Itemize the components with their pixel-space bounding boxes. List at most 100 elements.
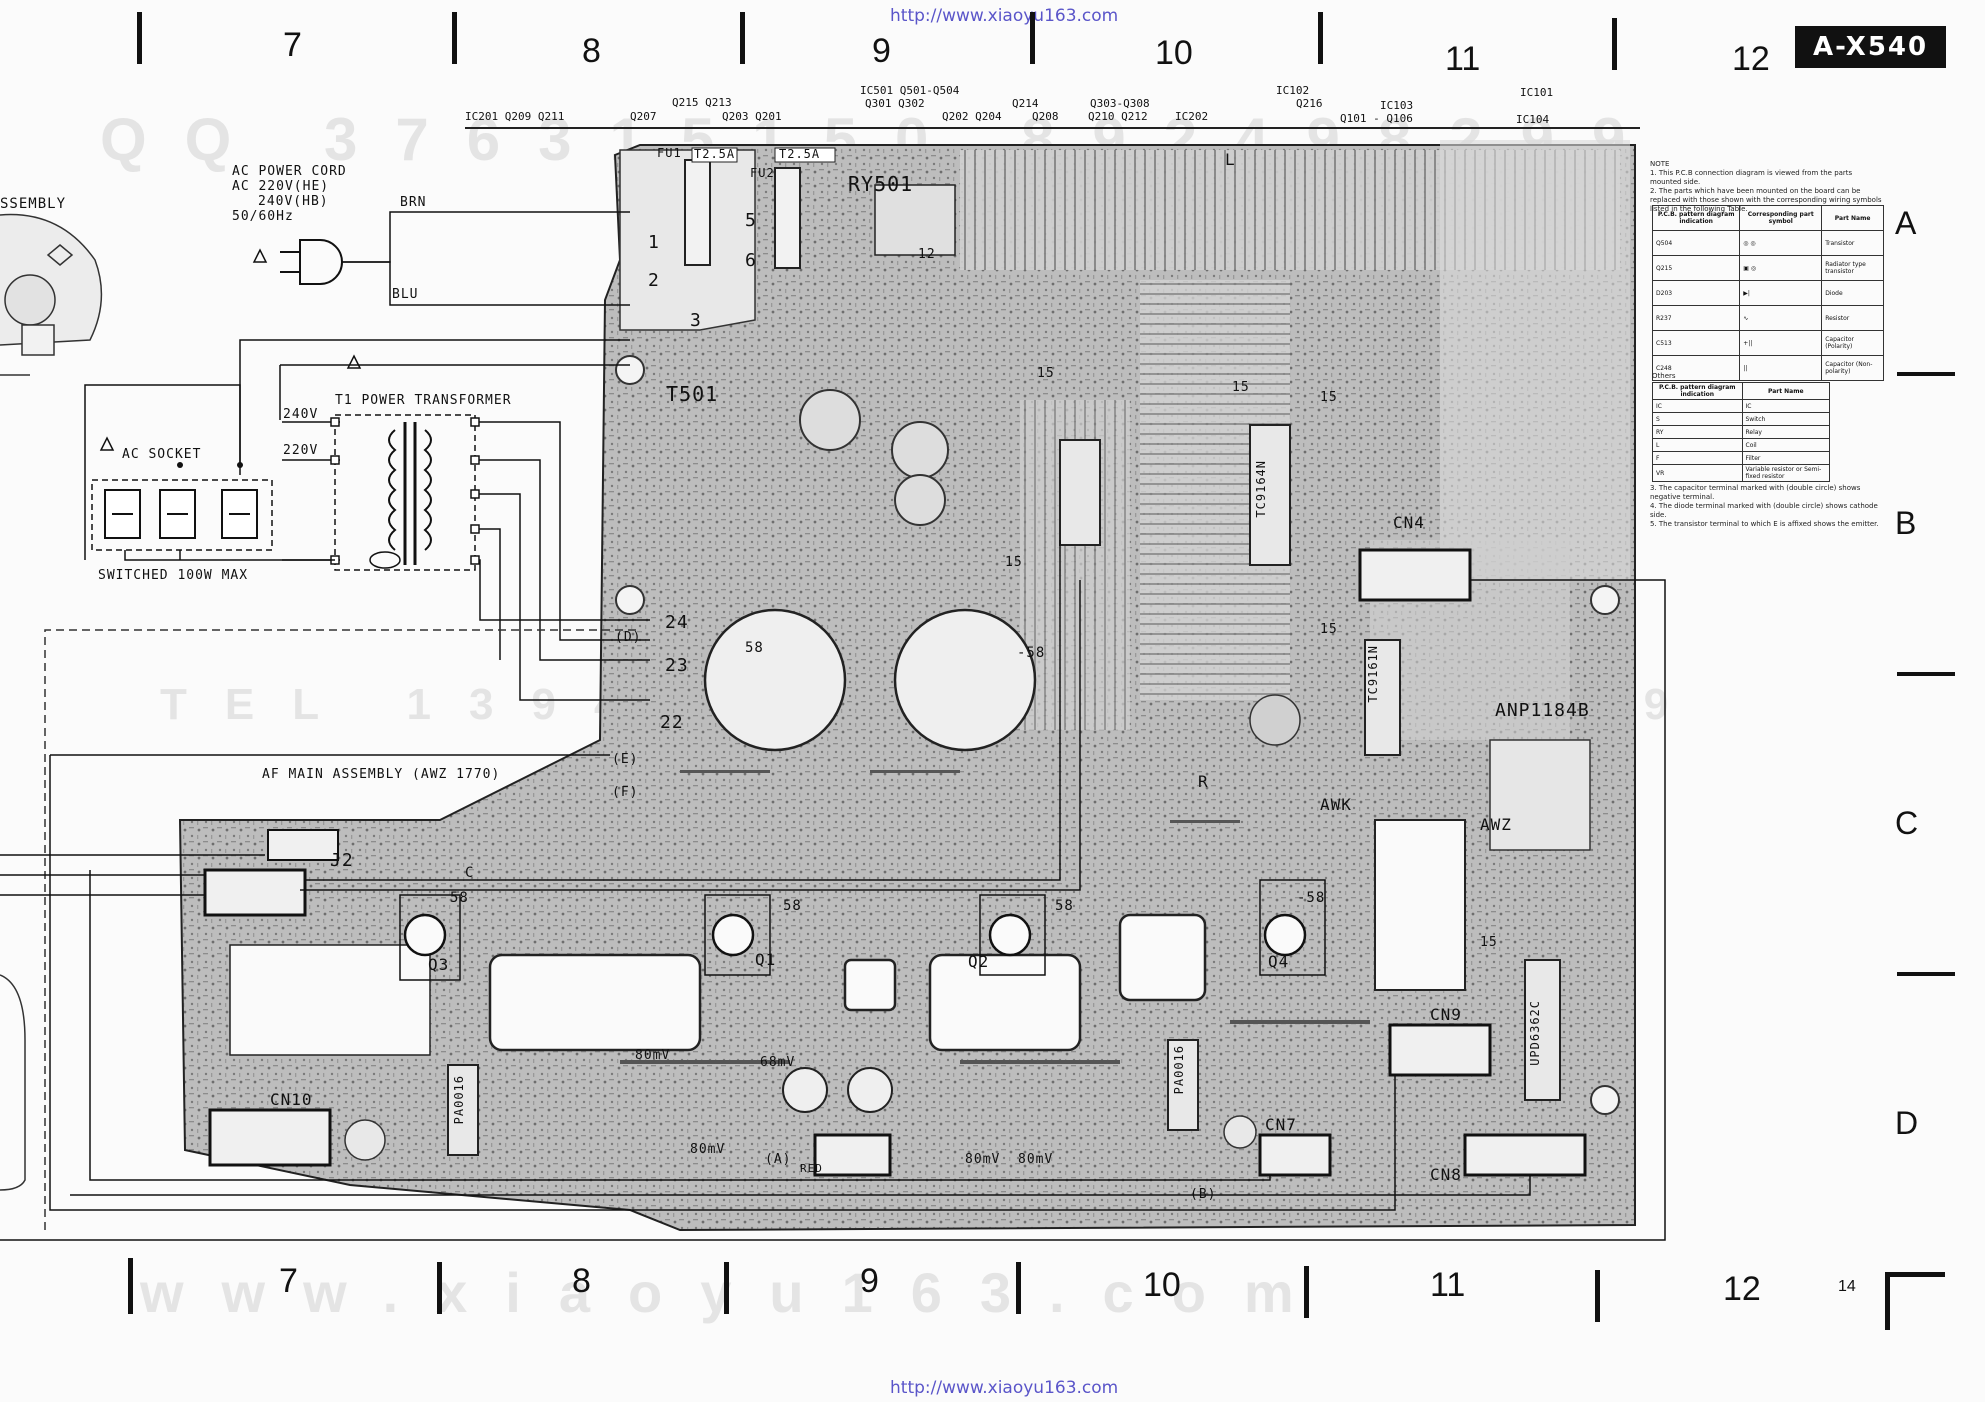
others-cell: Relay <box>1741 425 1830 439</box>
voltage-15: 15 <box>1037 366 1055 381</box>
legend-part-name: Capacitor (Non-polarity) <box>1821 355 1884 381</box>
row-letter: A <box>1895 205 1917 241</box>
part-label: Q214 <box>1012 97 1039 110</box>
legend-pattern: Q215 <box>1651 255 1741 281</box>
column-number-bottom: 10 <box>1143 1266 1181 1304</box>
voltage-58: 58 <box>783 898 802 914</box>
others-cell: Variable resistor or Semi-fixed resistor <box>1741 464 1830 482</box>
table-row: D203 ▶| Diode <box>1651 280 1884 306</box>
watermark-bottom: www.xiaoyu163.com <box>140 1261 1332 1324</box>
legend-part-name: Capacitor (Polarity) <box>1821 330 1884 356</box>
column-tick <box>1030 12 1035 64</box>
legend-pattern: C513 <box>1651 330 1741 356</box>
transistor-symbol-icon: ◎ ◎ <box>1739 230 1823 256</box>
column-number-top: 8 <box>582 32 601 70</box>
wire-tag-f: (F) <box>612 785 639 800</box>
switched-max-label: SWITCHED 100W MAX <box>98 568 249 583</box>
others-cell: RY <box>1652 425 1743 439</box>
others-cell: Switch <box>1741 412 1830 426</box>
channel-c-label: C <box>465 865 475 881</box>
part-label: Q303-Q308 <box>1090 97 1150 110</box>
terminal-22: 22 <box>660 712 684 733</box>
voltage-minus-58: -58 <box>1297 890 1326 906</box>
column-number-bottom: 9 <box>860 1262 879 1300</box>
row-bar <box>1897 372 1955 376</box>
note-5: 5. The transistor terminal to which E is… <box>1650 520 1879 528</box>
part-label: Q301 Q302 <box>865 97 925 110</box>
column-tick <box>1304 1266 1309 1318</box>
column-number-top: 9 <box>872 32 891 70</box>
footer-url-link[interactable]: http://www.xiaoyu163.com <box>890 1378 1119 1398</box>
ac-240-label: 240V(HB) <box>258 194 329 209</box>
others-cell: IC <box>1741 399 1830 413</box>
others-header: P.C.B. pattern diagram indication <box>1652 382 1743 400</box>
radiator-transistor-symbol-icon: ▣ ◎ <box>1739 255 1823 281</box>
voltage-15: 15 <box>1480 935 1498 950</box>
legend-pattern: D203 <box>1651 280 1741 306</box>
terminal-5: 5 <box>745 210 757 231</box>
blu-wire-label: BLU <box>392 287 419 302</box>
column-tick <box>724 1262 729 1314</box>
column-tick <box>137 12 142 64</box>
part-label: Q216 <box>1296 97 1323 110</box>
column-tick <box>437 1262 442 1314</box>
column-number-bottom: 11 <box>1430 1266 1466 1304</box>
voltage-15: 15 <box>1320 622 1338 637</box>
voltage-15: 15 <box>1005 555 1023 570</box>
fu1-label: FU1 <box>657 146 682 160</box>
others-cell: S <box>1652 412 1743 426</box>
capacitor-symbol-icon: || <box>1739 355 1823 381</box>
ic-pa0016-label: PA0016 <box>1172 1045 1186 1095</box>
part-label: Q203 Q201 <box>722 110 782 123</box>
others-cell: F <box>1652 451 1743 465</box>
cn7-label: CN7 <box>1265 1115 1297 1134</box>
cn4-label: CN4 <box>1393 513 1425 532</box>
legend-part-name: Diode <box>1821 280 1884 306</box>
fu2-rating: T2.5A <box>779 147 821 161</box>
terminal-2: 2 <box>648 270 660 291</box>
wire-tag-e: (E) <box>612 752 639 767</box>
column-number-bottom: 7 <box>279 1262 298 1300</box>
row-letter: C <box>1895 805 1919 841</box>
voltage-12: 12 <box>918 247 936 262</box>
voltage-58: 58 <box>1055 898 1074 914</box>
cn8-label: CN8 <box>1430 1165 1462 1184</box>
corner-mark <box>1885 1272 1945 1277</box>
ry501-label: RY501 <box>848 172 914 196</box>
freq-label: 50/60Hz <box>232 209 294 224</box>
channel-l-label: L <box>1225 150 1236 169</box>
column-tick <box>740 12 745 64</box>
part-label: Q208 <box>1032 110 1059 123</box>
ac-socket-label: AC SOCKET <box>122 447 202 462</box>
terminal-24: 24 <box>665 612 689 633</box>
resistor-symbol-icon: ∿ <box>1739 305 1823 331</box>
voltage-58: 58 <box>450 890 469 906</box>
voltage-58: 58 <box>745 640 764 656</box>
table-row: C513 +|| Capacitor (Polarity) <box>1651 330 1884 356</box>
legend-table: P.C.B. pattern diagram indication Corres… <box>1651 205 1884 381</box>
legend-part-name: Radiator type transistor <box>1821 255 1884 281</box>
column-tick <box>128 1258 133 1314</box>
legend-part-name: Resistor <box>1821 305 1884 331</box>
row-letter: D <box>1895 1105 1919 1141</box>
polar-capacitor-symbol-icon: +|| <box>1739 330 1823 356</box>
ic-pa0016-label: PA0016 <box>452 1075 466 1125</box>
header-url-link[interactable]: http://www.xiaoyu163.com <box>890 6 1119 26</box>
legend-pattern: R237 <box>1651 305 1741 331</box>
wire-tag-d: (D) <box>615 630 642 645</box>
wire-tag-b: (B) <box>1190 1187 1217 1202</box>
column-number-top: 12 <box>1732 40 1770 78</box>
awz-label: AWZ <box>1480 815 1512 834</box>
240v-label: 240V <box>283 407 319 422</box>
voltage-80mv: 80mV <box>1018 1152 1054 1167</box>
anp-board-label: ANP1184B <box>1495 700 1590 721</box>
table-row: C248 || Capacitor (Non-polarity) <box>1651 355 1884 381</box>
table-row: Q504 ◎ ◎ Transistor <box>1651 230 1884 256</box>
part-label: IC201 Q209 Q211 <box>465 110 565 123</box>
red-wire-label: RED <box>800 1162 823 1175</box>
column-number-top: 11 <box>1445 40 1481 78</box>
